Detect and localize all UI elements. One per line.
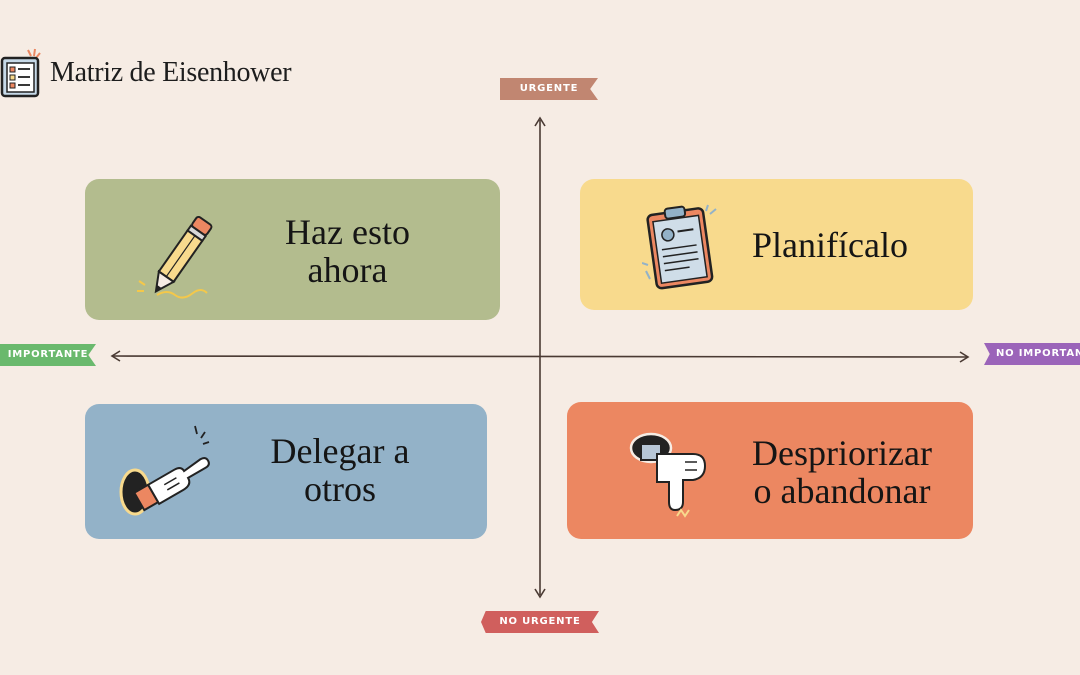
quadrant-deprioritize-line2: o abandonar xyxy=(753,471,931,511)
checklist-icon xyxy=(0,48,41,98)
vertical-axis xyxy=(534,116,546,599)
quadrant-do-now-label: Haz esto ahora xyxy=(260,213,435,289)
quadrant-deprioritize-label: Despriorizar o abandonar xyxy=(727,434,957,510)
quadrant-delegate-label: Delegar a otros xyxy=(255,432,425,508)
quadrant-do-now: Haz esto ahora xyxy=(85,179,500,320)
quadrant-do-now-line1: Haz esto xyxy=(285,212,410,252)
horizontal-axis xyxy=(110,350,970,363)
important-tag: IMPORTANTE xyxy=(0,344,96,366)
quadrant-delegate-line1: Delegar a xyxy=(270,431,410,471)
pencil-icon xyxy=(137,215,213,299)
thumbs-down-icon xyxy=(629,432,707,518)
not-urgent-tag: NO URGENTE xyxy=(481,611,599,633)
quadrant-delegate-line2: otros xyxy=(304,469,376,509)
quadrant-do-now-line2: ahora xyxy=(307,250,388,290)
quadrant-plan-label: Planifícalo xyxy=(752,225,908,265)
quadrant-deprioritize-line1: Despriorizar xyxy=(752,433,932,473)
not-important-tag: NO IMPORTANTE xyxy=(984,343,1080,365)
clipboard-icon xyxy=(642,204,717,290)
page-title: Matriz de Eisenhower xyxy=(50,57,292,88)
quadrant-delegate: Delegar a otros xyxy=(85,404,487,539)
pointing-hand-icon xyxy=(119,425,210,516)
header: Matriz de Eisenhower xyxy=(0,46,292,100)
quadrant-deprioritize: Despriorizar o abandonar xyxy=(567,402,973,539)
quadrant-plan: Planifícalo xyxy=(580,179,973,310)
urgent-tag: URGENTE xyxy=(500,78,598,100)
